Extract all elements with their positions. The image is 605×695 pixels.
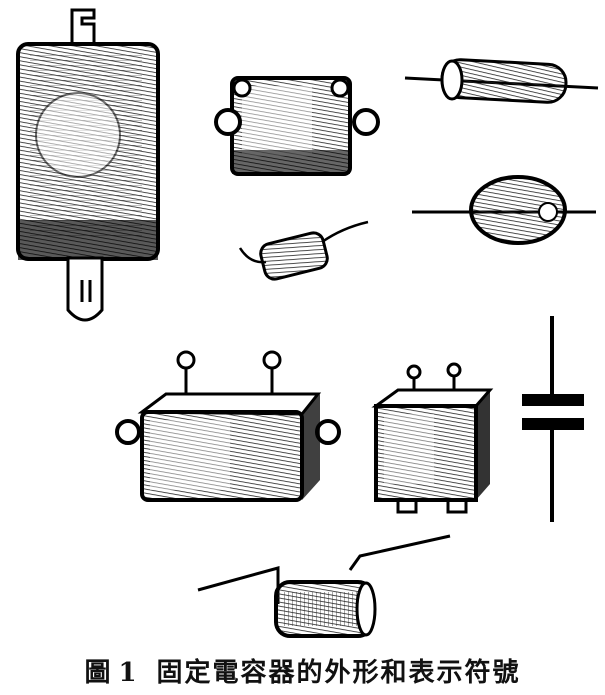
axial-tubular-capacitor <box>404 58 599 104</box>
disc-capacitor <box>412 175 596 245</box>
figure-number: 1 <box>118 658 139 688</box>
capacitor-symbol <box>522 316 584 522</box>
rectangular-terminal-capacitor <box>115 350 341 502</box>
flanged-case-capacitor <box>214 76 380 176</box>
box-capacitor <box>371 362 494 514</box>
large-can-capacitor <box>16 8 160 322</box>
figure-title: 固定電容器的外形和表示符號 <box>156 658 521 688</box>
cylindrical-lead-capacitor <box>197 534 451 638</box>
figure-label: 圖 <box>84 658 113 688</box>
capacitor-illustration <box>16 8 599 638</box>
small-cylindrical-capacitor <box>238 220 369 281</box>
